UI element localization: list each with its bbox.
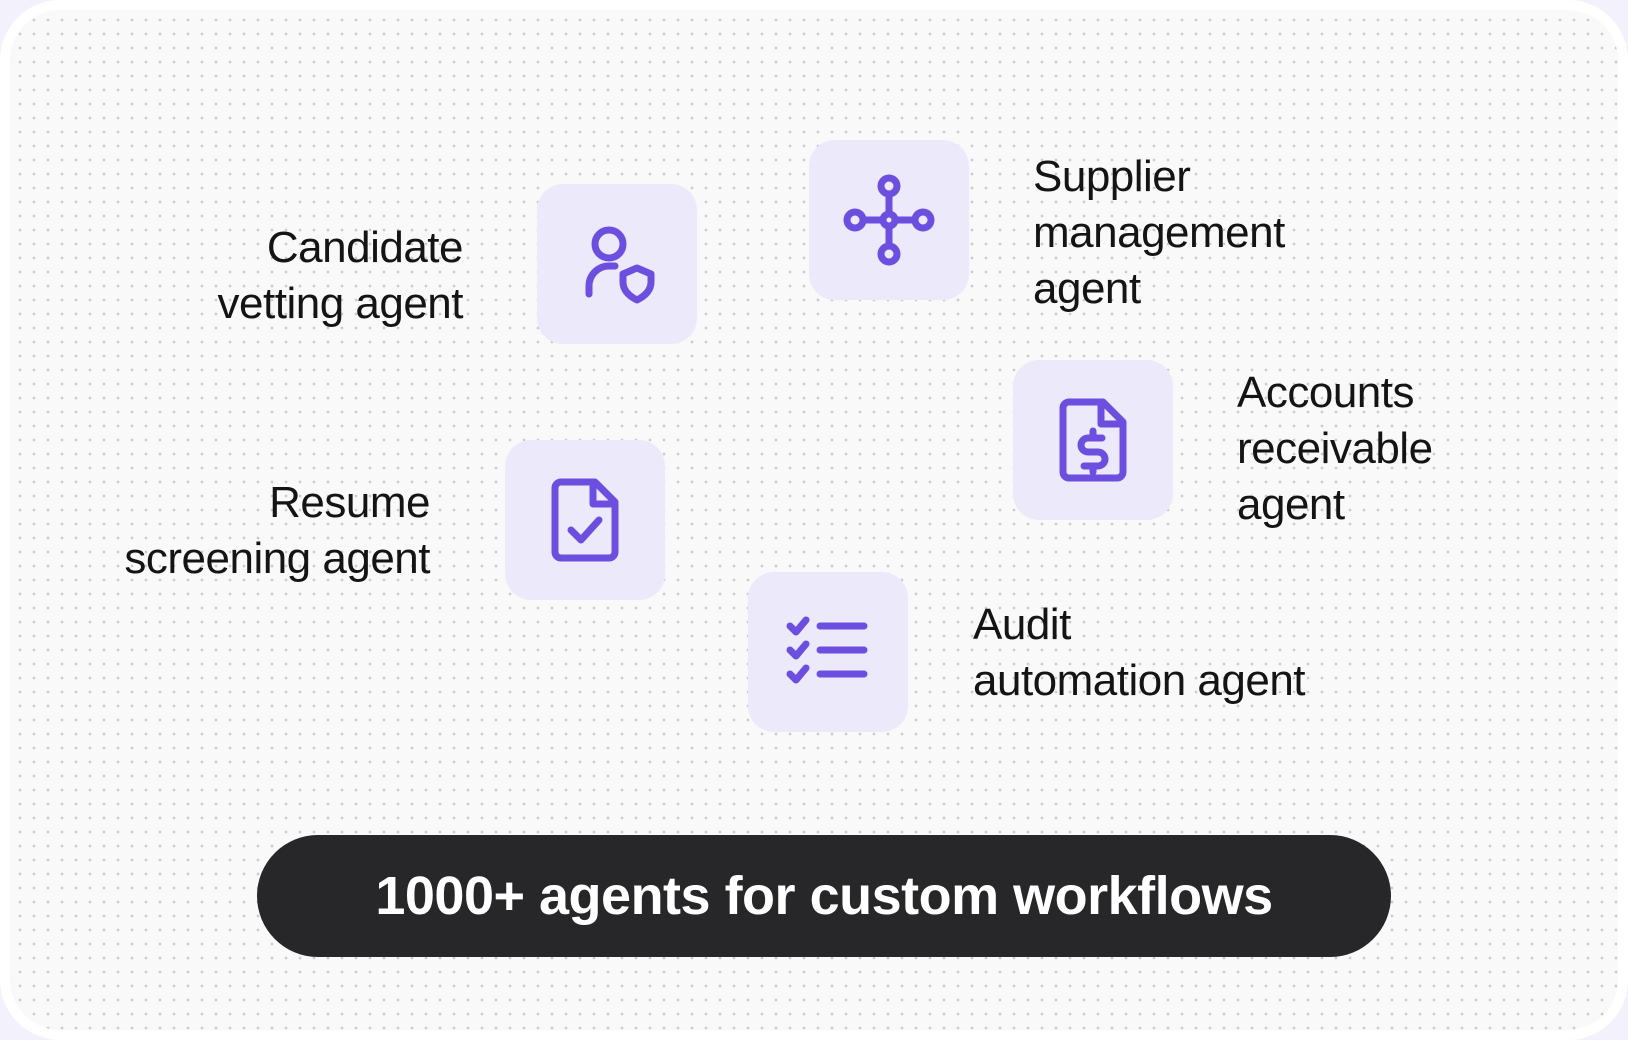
label-line: Accounts	[1237, 368, 1414, 417]
accounts-receivable-label: Accounts receivable agent	[1237, 365, 1433, 533]
label-line: automation agent	[973, 656, 1306, 705]
label-line: agent	[1033, 264, 1141, 313]
audit-automation-tile[interactable]	[748, 572, 908, 732]
label-line: agent	[1237, 480, 1345, 529]
candidate-vetting-label: Candidate vetting agent	[217, 220, 464, 332]
accounts-receivable-tile[interactable]	[1013, 360, 1173, 520]
label-line: Resume	[269, 478, 430, 527]
resume-screening-tile[interactable]	[505, 440, 665, 600]
label-line: receivable	[1237, 424, 1433, 473]
candidate-vetting-tile[interactable]	[537, 184, 697, 344]
file-check-icon	[551, 478, 619, 562]
label-line: screening agent	[124, 534, 430, 583]
supplier-management-tile[interactable]	[809, 140, 969, 300]
agents-banner: 1000+ agents for custom workflows	[257, 835, 1391, 957]
checklist-icon	[786, 616, 868, 684]
label-line: Audit	[973, 600, 1071, 649]
network-hub-icon	[843, 174, 935, 266]
label-line: Supplier	[1033, 152, 1191, 201]
label-line: management	[1033, 208, 1285, 257]
supplier-management-label: Supplier management agent	[1033, 149, 1285, 317]
audit-automation-label: Audit automation agent	[973, 597, 1306, 709]
label-line: vetting agent	[217, 279, 464, 328]
resume-screening-label: Resume screening agent	[124, 475, 430, 587]
label-line: Candidate	[266, 223, 464, 272]
banner-text: 1000+ agents for custom workflows	[375, 866, 1273, 926]
file-dollar-icon	[1059, 398, 1127, 482]
user-shield-icon	[585, 226, 655, 304]
